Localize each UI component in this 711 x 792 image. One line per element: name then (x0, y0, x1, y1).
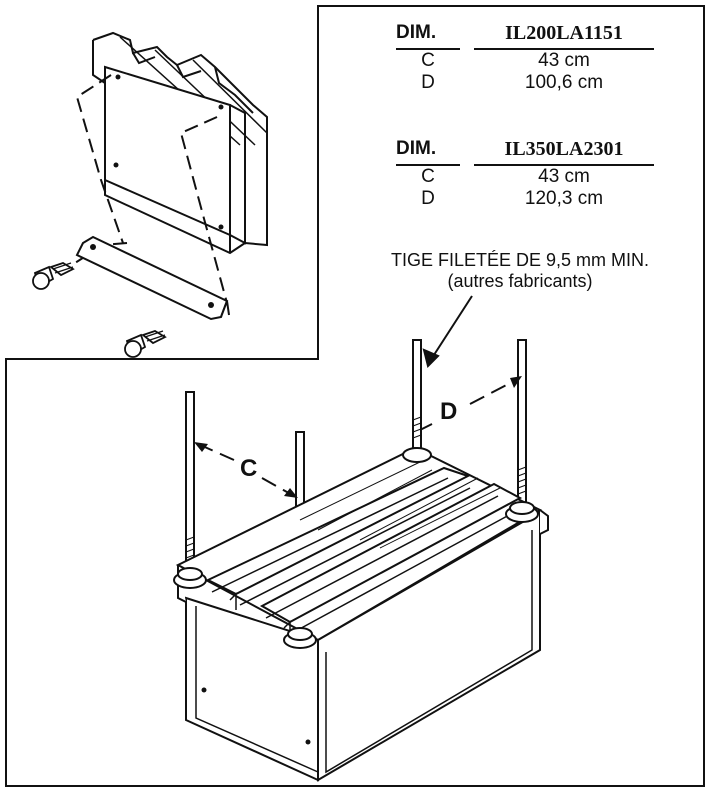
table-row: D 100,6 cm (396, 72, 666, 94)
dim-cell: D (421, 72, 435, 93)
table-row: D 120,3 cm (396, 188, 666, 210)
table-header: DIM. IL200LA1151 (396, 22, 666, 50)
dimension-table-1: DIM. IL200LA1151 C 43 cm D 100,6 cm (396, 22, 666, 94)
callout-line-2: (autres fabricants) (447, 271, 593, 291)
value-cell: 43 cm (538, 166, 590, 187)
bracket-detail-inset (5, 5, 319, 360)
table-row: C 43 cm (396, 50, 666, 72)
model-column-header: IL200LA1151 (474, 22, 654, 50)
dim-cell: C (421, 166, 435, 187)
callout-line-1: TIGE FILETÉE DE 9,5 mm MIN. (390, 250, 650, 270)
value-cell: 100,6 cm (524, 72, 604, 93)
bracket-detail-drawing (32, 31, 268, 358)
dim-column-header: DIM. (396, 22, 460, 50)
dimension-d-label: D (440, 398, 458, 425)
dim-cell: D (421, 188, 435, 209)
dimension-c-label: C (240, 455, 258, 482)
table-header: DIM. IL350LA2301 (396, 138, 666, 166)
threaded-rod-callout: TIGE FILETÉE DE 9,5 mm MIN. (autres fabr… (330, 250, 710, 292)
dimension-table-2: DIM. IL350LA2301 C 43 cm D 120,3 cm (396, 138, 666, 210)
dim-cell: C (421, 50, 435, 71)
value-cell: 120,3 cm (524, 188, 604, 209)
model-column-header: IL350LA2301 (474, 138, 654, 166)
dim-column-header: DIM. (396, 138, 460, 166)
diagram-frame (5, 5, 705, 787)
value-cell: 43 cm (538, 50, 590, 71)
table-row: C 43 cm (396, 166, 666, 188)
